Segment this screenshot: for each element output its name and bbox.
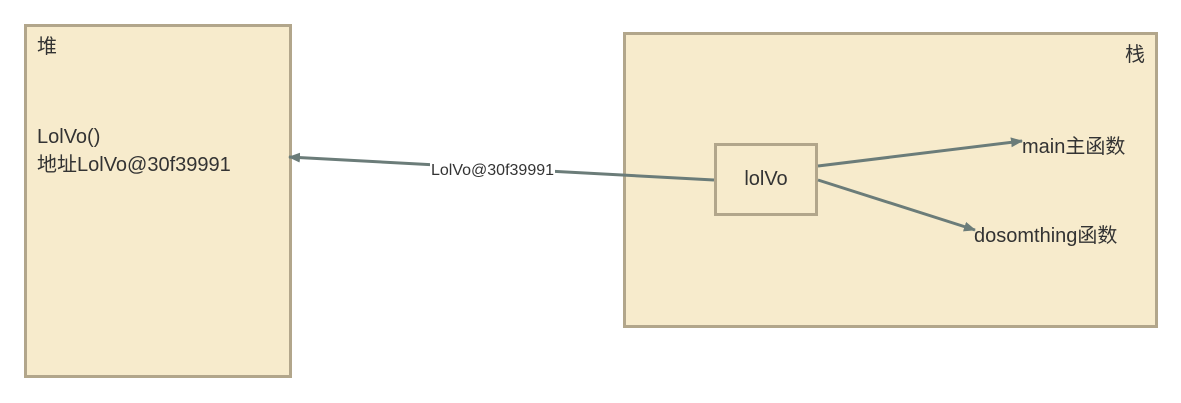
main-function-label: main主函数 (1022, 136, 1126, 158)
stack-region: 栈 (623, 32, 1158, 328)
variable-label: lolVo (744, 168, 788, 190)
heap-object-text: LolVo() 地址LolVo@30f39991 (37, 126, 231, 176)
dosomthing-function-label: dosomthing函数 (974, 225, 1118, 247)
reference-arrow-label: LolVo@30f39991 (430, 161, 556, 181)
heap-region: 堆 LolVo() 地址LolVo@30f39991 (24, 24, 292, 378)
variable-node: lolVo (714, 143, 818, 216)
stack-title: 栈 (1125, 44, 1145, 66)
heap-title: 堆 (37, 36, 57, 58)
